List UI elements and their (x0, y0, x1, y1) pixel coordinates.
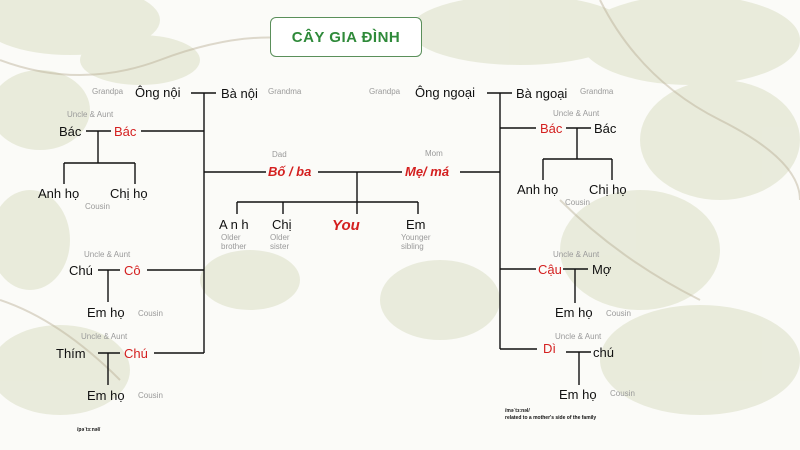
maternal-bac: Bác (594, 121, 617, 136)
paternal-em-ho-2: Em họ (87, 388, 125, 403)
maternal-cousin-anh: Anh họ (517, 182, 559, 197)
paternal-grandma: Bà nội (221, 86, 258, 101)
paternal-co: Cô (124, 263, 141, 278)
maternal-grandma: Bà ngoại (516, 86, 568, 101)
dad-english: Dad (272, 150, 287, 159)
sibling-chi: Chị (272, 217, 292, 232)
paternal-uncle-aunt-1-english: Uncle & Aunt (67, 110, 114, 119)
dad: Bố / ba (268, 164, 312, 179)
maternal-di: Dì (543, 341, 556, 356)
paternal-cousin-3-english: Cousin (138, 391, 163, 400)
maternal-cousin-3-english: Cousin (610, 389, 635, 398)
paternal-uncle-aunt-2-english: Uncle & Aunt (84, 250, 131, 259)
maternal-uncle-aunt-1-english: Uncle & Aunt (553, 109, 600, 118)
mom-english: Mom (425, 149, 443, 158)
paternal-bac-left: Bác (59, 124, 82, 139)
maternal-phonetic: /məˈtɜːnəl/ (505, 408, 530, 414)
paternal-cousin-chi: Chị họ (110, 186, 148, 201)
sibling-you: You (332, 217, 360, 234)
paternal-cousin-1-english: Cousin (85, 202, 110, 211)
sibling-anh: A n h (219, 217, 249, 232)
paternal-cousin-2-english: Cousin (138, 309, 163, 318)
maternal-bac-red: Bác (540, 121, 563, 136)
paternal-cousin-anh: Anh họ (38, 186, 80, 201)
paternal-phonetic: /pəˈtɜːnəl/ (77, 427, 101, 433)
paternal-em-ho-1: Em họ (87, 305, 125, 320)
paternal-grandpa-english: Grandpa (92, 87, 124, 96)
maternal-uncle-aunt-3-english: Uncle & Aunt (555, 332, 602, 341)
maternal-em-ho-1: Em họ (555, 305, 593, 320)
maternal-chu: chú (593, 345, 614, 360)
maternal-grandpa: Ông ngoại (415, 85, 475, 100)
paternal-grandma-english: Grandma (268, 87, 302, 96)
sibling-em: Em (406, 217, 426, 232)
paternal-thim: Thím (56, 346, 86, 361)
page-title: CÂY GIA ĐÌNH (270, 17, 422, 57)
paternal-uncle-aunt-3-english: Uncle & Aunt (81, 332, 128, 341)
paternal-chu-red: Chú (124, 346, 148, 361)
maternal-definition: related to a mother's side of the family (505, 415, 597, 421)
paternal-bac-right: Bác (114, 124, 137, 139)
maternal-mo: Mợ (592, 262, 612, 277)
mom: Mẹ/ má (405, 164, 450, 179)
maternal-grandma-english: Grandma (580, 87, 614, 96)
maternal-cousin-1-english: Cousin (565, 198, 590, 207)
paternal-grandpa: Ông nội (135, 85, 181, 100)
maternal-cousin-chi: Chị họ (589, 182, 627, 197)
maternal-grandpa-english: Grandpa (369, 87, 401, 96)
paternal-chu: Chú (69, 263, 93, 278)
maternal-cau: Cậu (538, 262, 562, 277)
maternal-cousin-2-english: Cousin (606, 309, 631, 318)
maternal-em-ho-2: Em họ (559, 387, 597, 402)
maternal-uncle-aunt-2-english: Uncle & Aunt (553, 250, 600, 259)
